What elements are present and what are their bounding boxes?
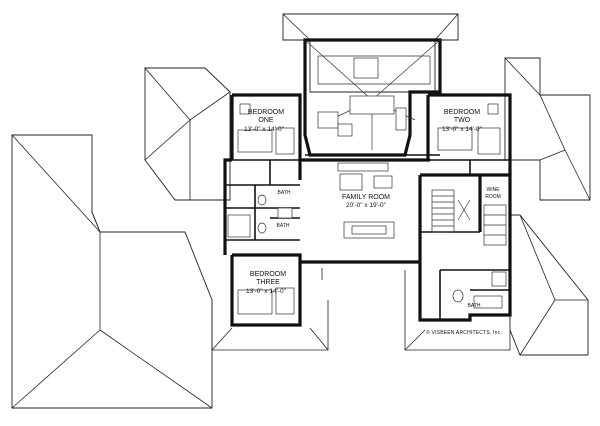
wine-room-label-1: WINE [486, 187, 500, 193]
bath-label-a: BATH [278, 190, 291, 196]
bedroom-one-dims: 13'-0" x 14'-0" [244, 126, 285, 133]
bedroom-three-dims: 13'-0" x 14'-0" [246, 288, 287, 295]
bedroom-three-label: BEDROOM [250, 271, 286, 278]
bedroom-one-label-2: ONE [258, 117, 274, 124]
bath-label-c: BATH [468, 303, 481, 309]
bedroom-two-label: BEDROOM [444, 109, 480, 116]
architect-credit: © VISBEEN ARCHITECTS, Inc. [426, 329, 502, 336]
wine-room-label-2: ROOM [485, 194, 501, 200]
roof-outline [11, 13, 591, 409]
bedroom-one-label: BEDROOM [248, 109, 284, 116]
family-room-dims: 20'-0" x 19'-0" [346, 202, 387, 209]
top-bay [303, 38, 442, 157]
bath-label-b: BATH [277, 223, 290, 229]
bedroom-two-dims: 13'-0" x 14'-0" [442, 126, 483, 133]
exterior-walls [223, 93, 512, 327]
family-room-label: FAMILY ROOM [342, 194, 390, 201]
room-labels: BEDROOM ONE 13'-0" x 14'-0" BEDROOM TWO … [244, 109, 502, 336]
furniture [227, 103, 507, 315]
bedroom-two-label-2: TWO [454, 117, 471, 124]
bedroom-three-label-2: THREE [256, 279, 280, 286]
stairs [431, 189, 471, 233]
